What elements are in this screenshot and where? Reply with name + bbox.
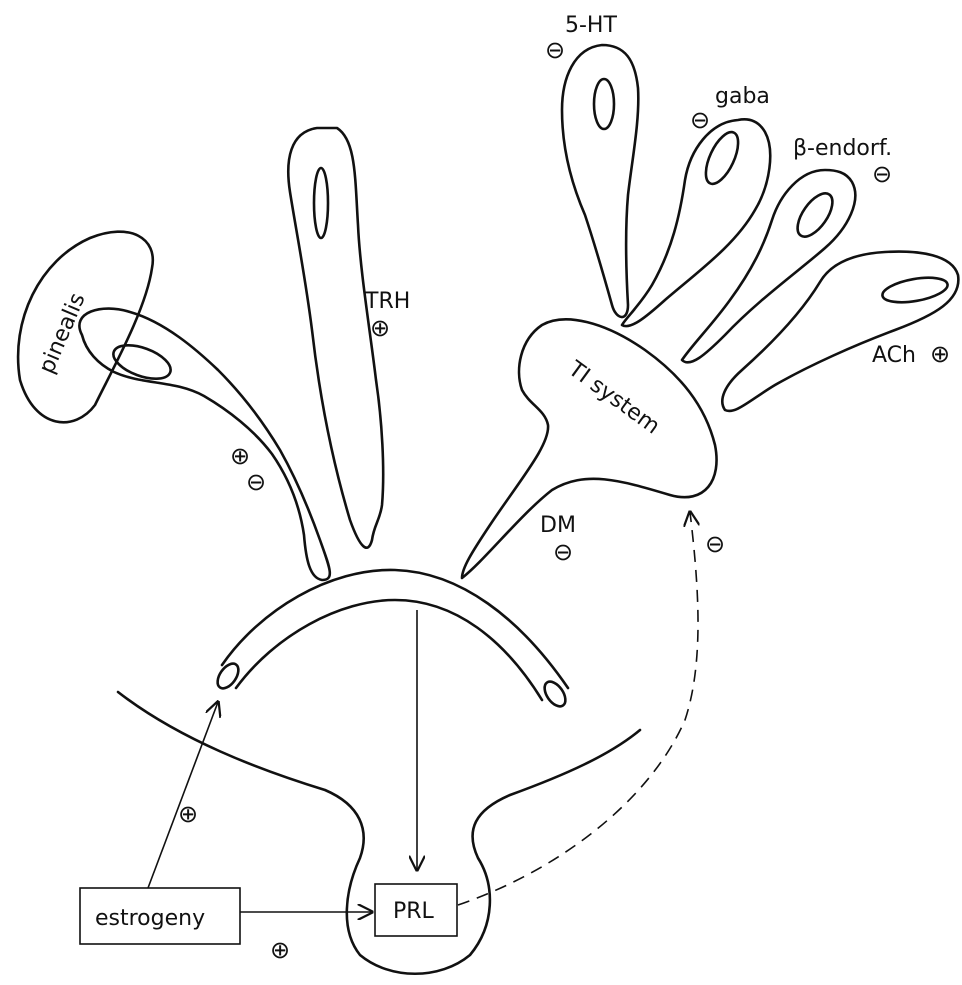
- portal-vessel-tube: [213, 570, 569, 710]
- trh-neuron: TRH ⊕: [288, 128, 410, 548]
- dm-label: DM: [540, 513, 576, 538]
- ti-system-body: TI system: [462, 319, 717, 578]
- beta-endorphin-minus-sign: ⊖: [872, 160, 892, 188]
- prl-feedback-arrow: [458, 512, 698, 905]
- dm-minus-sign: ⊖: [553, 538, 573, 566]
- estrogeny-prl-plus-sign: ⊕: [270, 936, 290, 964]
- gaba-neuron: gaba ⊖: [622, 84, 770, 326]
- serotonin-neuron: 5-HT ⊖: [545, 13, 638, 317]
- ach-neuron: ACh ⊕: [722, 252, 958, 411]
- dm-annotation: DM ⊖: [540, 513, 576, 566]
- prl-label: PRL: [393, 899, 435, 924]
- pinealis-body: pinealis: [18, 232, 153, 423]
- ach-label: ACh: [872, 343, 916, 368]
- trh-plus-sign: ⊕: [370, 314, 390, 342]
- beta-endorphin-neuron: β-endorf. ⊖: [682, 136, 892, 362]
- pinealis-plus-sign: ⊕: [230, 442, 250, 470]
- gaba-minus-sign: ⊖: [690, 106, 710, 134]
- pinealis-neuron: [79, 309, 329, 580]
- feedback-minus-sign: ⊖: [705, 530, 725, 558]
- estrogeny-label: estrogeny: [95, 906, 205, 931]
- estrogeny-to-tube-arrow: [148, 702, 218, 888]
- gaba-label: gaba: [715, 84, 770, 109]
- prl-box: PRL: [375, 884, 457, 936]
- estrogeny-tube-plus-sign: ⊕: [178, 800, 198, 828]
- ach-plus-sign: ⊕: [930, 340, 950, 368]
- ti-system-label: TI system: [563, 356, 665, 439]
- estrogeny-box: estrogeny: [80, 888, 240, 944]
- serotonin-label: 5-HT: [565, 13, 617, 38]
- pinealis-minus-sign: ⊖: [246, 468, 266, 496]
- trh-label: TRH: [364, 289, 410, 314]
- beta-endorphin-label: β-endorf.: [793, 136, 892, 161]
- serotonin-minus-sign: ⊖: [545, 36, 565, 64]
